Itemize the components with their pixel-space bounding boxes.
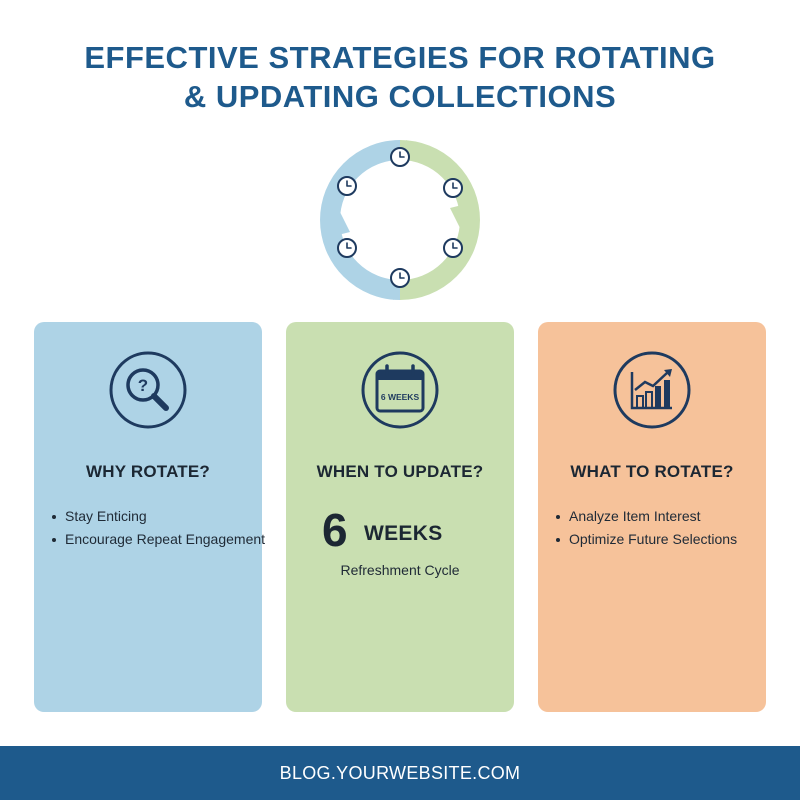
list-item: Optimize Future Selections [555,528,795,551]
card-why-rotate: ? WHY ROTATE? Stay Enticing Encourage Re… [34,322,265,712]
list-item: Analyze Item Interest [555,505,795,528]
title-line-1: EFFECTIVE STRATEGIES FOR ROTATING [84,40,716,75]
refresh-interval-stat: 6 WEEKS [322,505,522,555]
bullet-list-what-to-rotate: Analyze Item Interest Optimize Future Se… [555,505,795,551]
card-heading-what-to-rotate: WHAT TO ROTATE? [570,462,734,481]
card-heading-when-to-update: WHEN TO UPDATE? [316,462,484,481]
magnifier-question-icon: ? [109,351,187,429]
list-item: Stay Enticing [51,505,291,528]
footer-website-link[interactable]: BLOG.YOURWEBSITE.COM [0,746,800,800]
list-item: Encourage Repeat Engagement [51,528,291,551]
stat-unit: WEEKS [364,522,443,545]
card-what-to-rotate: WHAT TO ROTATE? Analyze Item Interest Op… [538,322,766,712]
card-heading-why-rotate: WHY ROTATE? [85,462,211,481]
card-when-to-update: 6 WEEKS WHEN TO UPDATE? 6 WEEKS Refreshm… [286,322,514,712]
svg-text:?: ? [138,376,148,395]
stat-number: 6 [322,504,348,556]
calendar-icon: 6 WEEKS [361,351,439,429]
calendar-label: 6 WEEKS [381,392,420,402]
rotation-cycle-icon [320,140,480,300]
bar-chart-growth-icon [613,351,691,429]
bullet-list-why-rotate: Stay Enticing Encourage Repeat Engagemen… [51,505,291,551]
page-title: EFFECTIVE STRATEGIES FOR ROTATING & UPDA… [0,38,800,116]
stat-caption: Refreshment Cycle [340,562,460,578]
title-line-2: & UPDATING COLLECTIONS [183,79,617,114]
